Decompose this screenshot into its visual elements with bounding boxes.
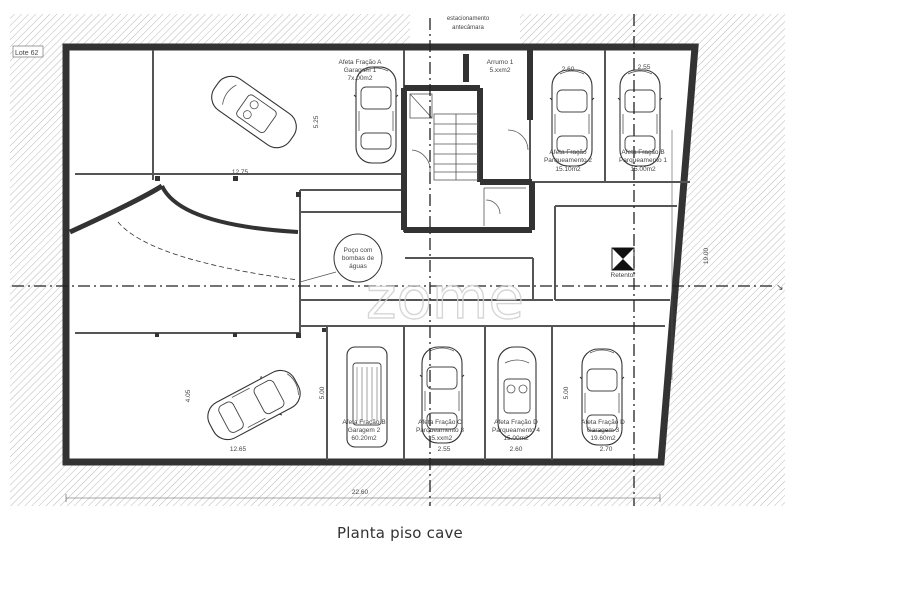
dim-2-55-bottom: 2.55 [438,446,451,453]
outer-wall [62,43,699,466]
dim-5-25: 5.25 [313,115,320,128]
doors [411,129,529,215]
garage-d3-l3: 19.60m2 [590,435,616,442]
garage-a-l2: Garagem 1 [344,67,377,74]
parking-4-l1: Afeta Fração D [494,419,538,426]
parking-3-l2: Parqueamento 3 [416,427,464,434]
retention-label: Retentor [611,272,637,279]
garage-a-l3: 7x.00m2 [348,75,373,82]
ramp [68,183,299,281]
retention-symbol [611,247,635,271]
well-line-3: águas [349,263,367,270]
well-line-1: Poço com [344,247,373,254]
lot-label: Lote 62 [15,50,38,57]
parking-2-l2: Parqueamento 2 [544,157,592,164]
well-line-2: bombas de [342,255,375,262]
watermark-logo: zome [366,264,524,332]
stairs [409,93,526,226]
garage-b2-l2: Garagem 2 [348,427,381,434]
parking-1-l1: Afeta Fração B [621,149,664,156]
parking-4-l3: 15.00m2 [503,435,529,442]
dim-12-65: 12.65 [230,446,247,453]
axis-arrow-icon: ↘ [776,282,784,292]
dim-2-55: 2.55 [638,64,651,71]
parking-1-l3: 15.00m2 [630,166,656,173]
storage-1-l1: Arrumo 1 [487,59,514,66]
top-note-line-1: estacionamento [447,16,490,22]
parking-2-l1: Afeta Fração [549,149,587,156]
top-note-line-2: antecâmara [452,25,484,31]
space-labels: Afeta Fração A Garagem 1 7x.00m2 Arrumo … [339,59,668,442]
floor-plan: Lote 62 estacionamento antecâmara [10,14,785,506]
parking-3-l1: Afeta Fração C [418,419,462,426]
pillars [155,176,326,338]
garage-d3-l2: Garagem 3 [587,427,620,434]
dim-2-60-top: 2.60 [562,66,575,73]
water-pump-well [333,233,383,283]
dimension-labels: 5.25 12.75 2.60 2.55 19.00 4.05 12.65 5.… [185,64,710,496]
interior-walls [75,50,690,460]
garage-b2-l1: Afeta Fração B [342,419,385,426]
storage-1-l2: 5.xxm2 [490,67,511,74]
plan-caption: Planta piso cave [337,524,463,542]
bottom-dimension [65,494,661,502]
parking-4-l2: Parqueamento 4 [492,427,540,434]
dim-22-60: 22.60 [352,489,369,496]
garage-a-l1: Afeta Fração A [339,59,383,66]
parking-2-l3: 15.10m2 [555,166,581,173]
dim-12-75: 12.75 [232,169,249,176]
dim-5-00-a: 5.00 [319,386,326,399]
dim-2-60-bottom: 2.60 [510,446,523,453]
garage-b2-l3: 60.20m2 [351,435,377,442]
dim-19-00: 19.00 [703,247,710,264]
dim-5-00-b: 5.00 [563,386,570,399]
stair-core [401,50,535,233]
parking-3-l3: 15.xxm2 [428,435,453,442]
garage-d3-l1: Afeta Fração D [581,419,625,426]
axis-lines [12,14,774,506]
parking-1-l2: Parqueamento 1 [619,157,667,164]
dim-4-05: 4.05 [185,389,192,402]
dim-2-70: 2.70 [600,446,613,453]
